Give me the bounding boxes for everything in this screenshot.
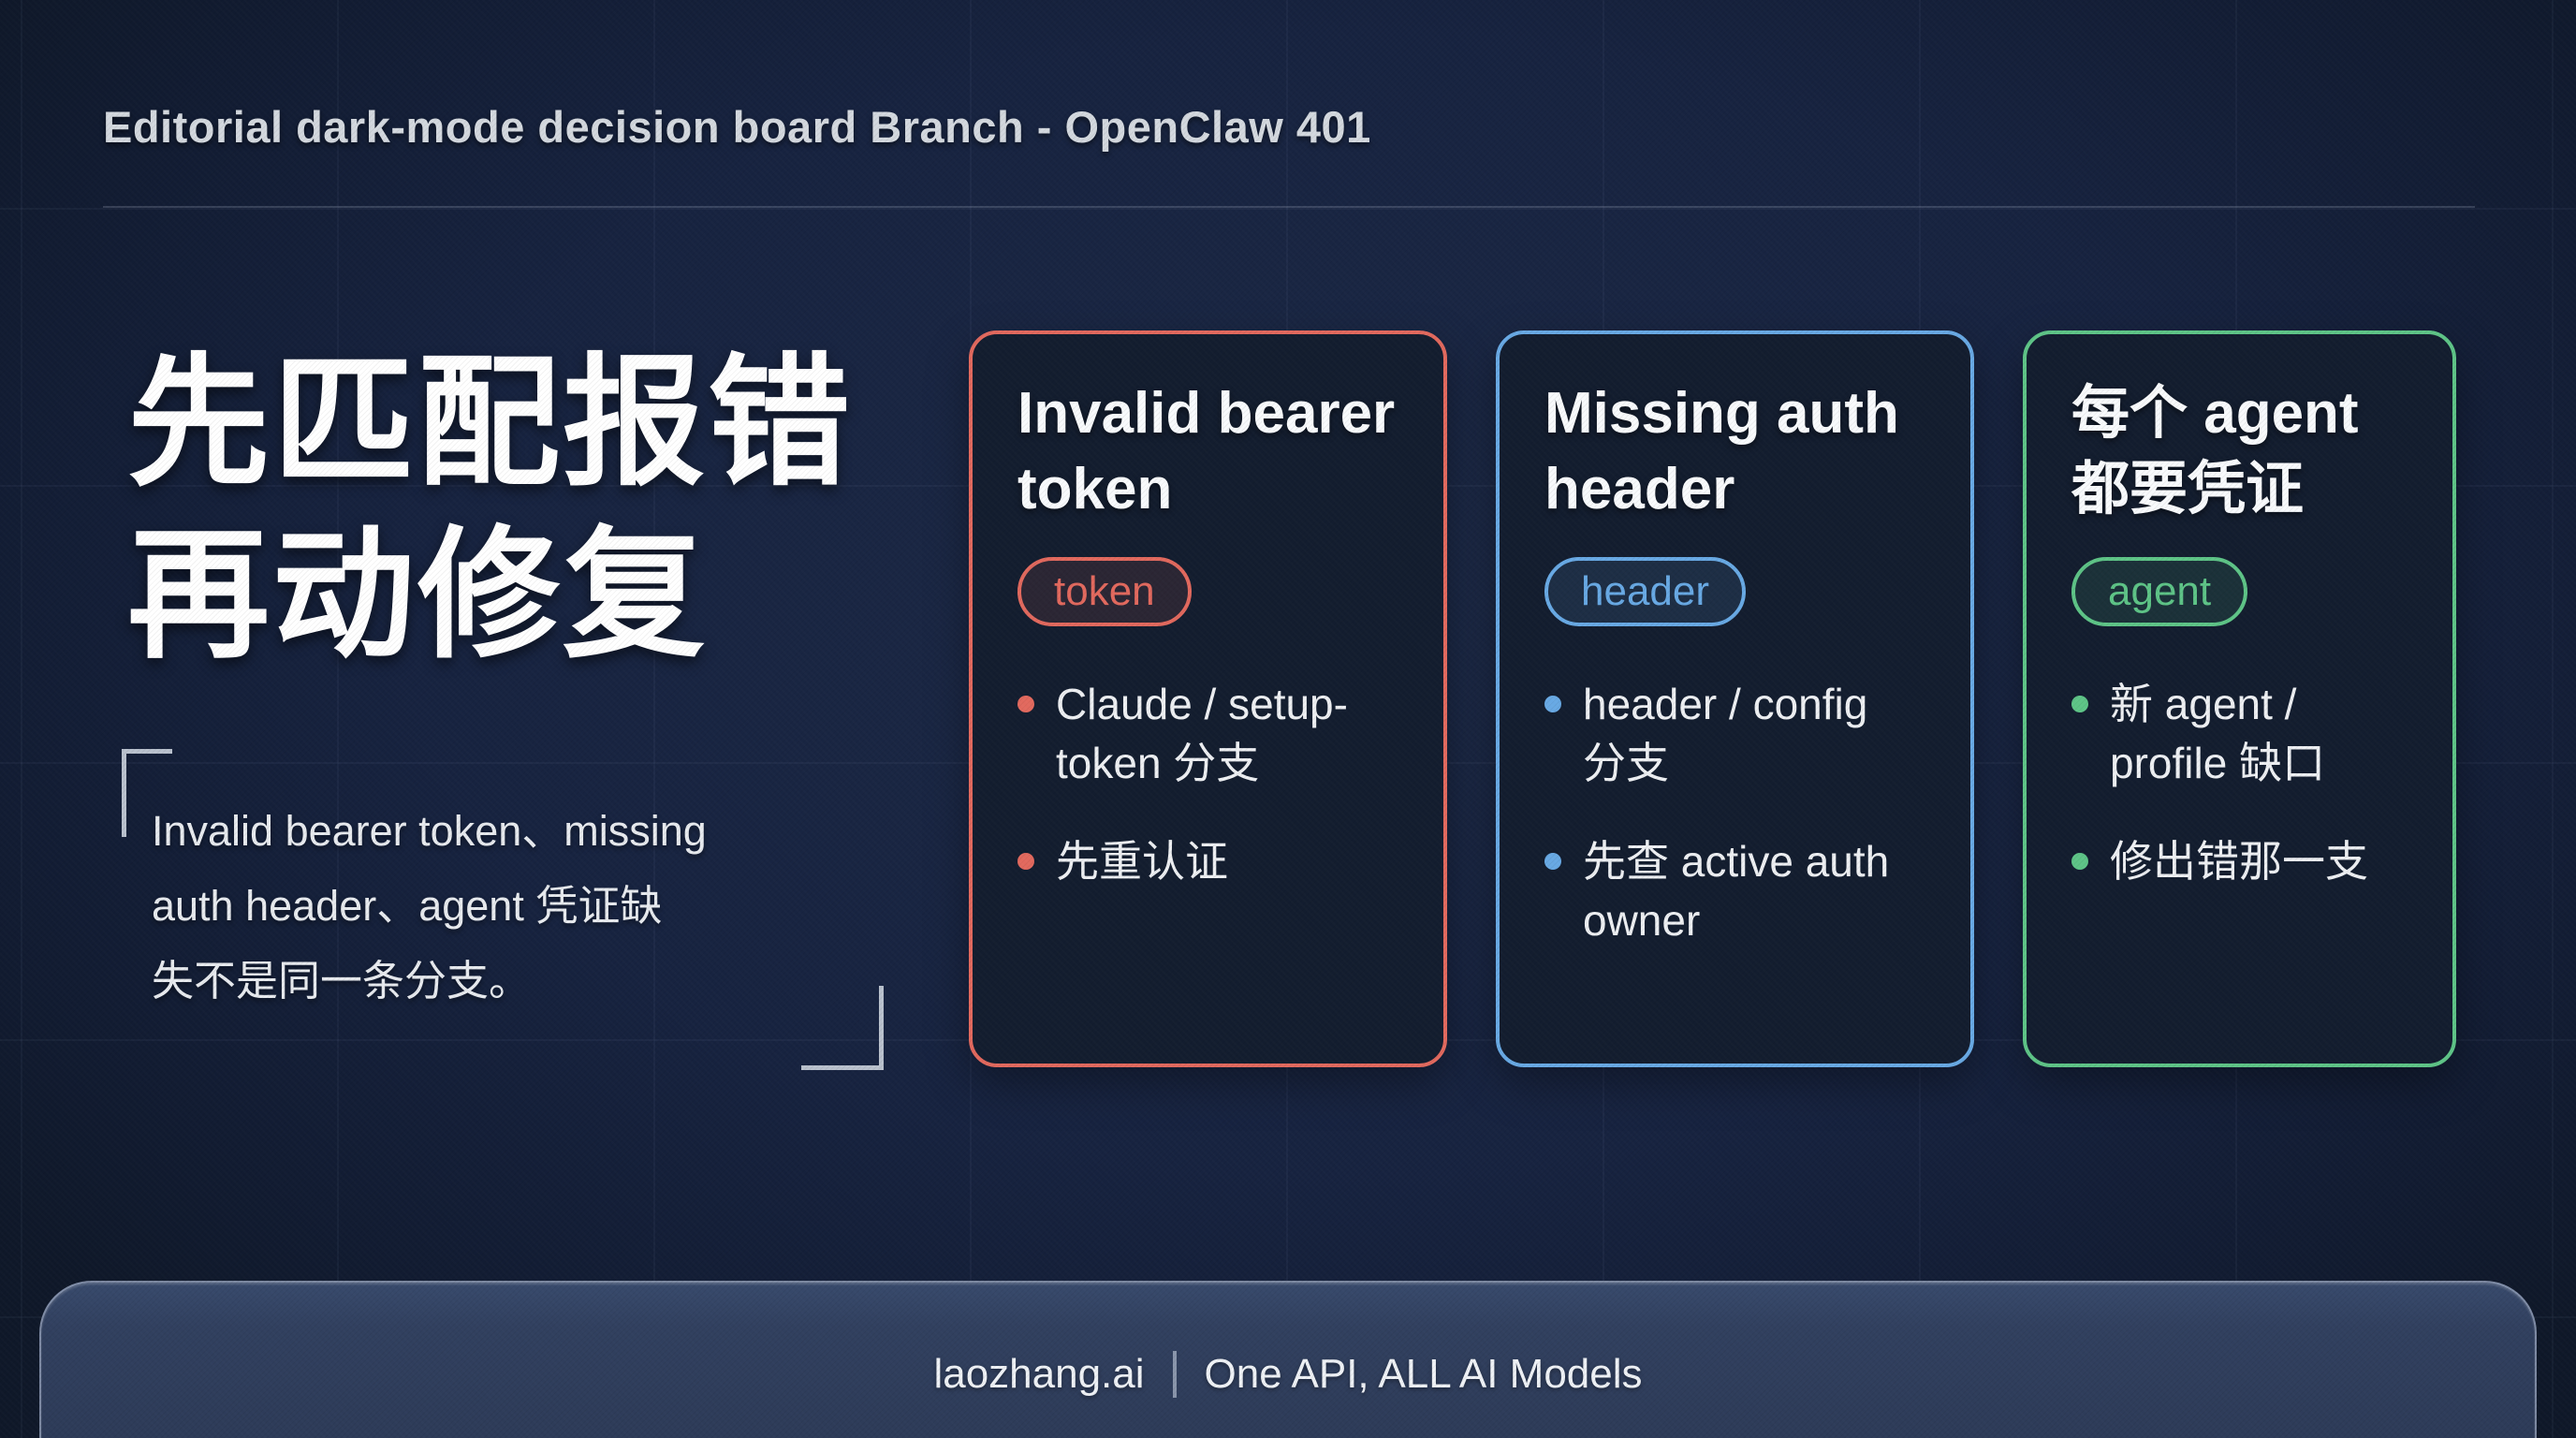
list-item-text: 修出错那一支 (2110, 837, 2368, 886)
tag-pill-header: header (1544, 557, 1747, 626)
page-title: Editorial dark-mode decision board Branc… (103, 102, 1371, 152)
list-item: 修出错那一支 (2071, 832, 2408, 891)
bullet-dot-icon (1544, 696, 1561, 712)
tag-pill-token: token (1017, 557, 1192, 626)
card-agent-credentials: 每个 agent 都要凭证 agent 新 agent / profile 缺口… (2023, 330, 2456, 1067)
title-divider (103, 206, 2475, 208)
list-item-text: header / config 分支 (1583, 680, 1868, 787)
bullet-dot-icon (2071, 853, 2088, 870)
card-title: Invalid bearer token (1017, 381, 1396, 521)
footer-brand: laozhang.ai (933, 1351, 1145, 1397)
list-item: Claude / setup- token 分支 (1017, 675, 1398, 793)
footer-separator (1172, 1351, 1177, 1398)
list-item-text: 先查 active auth owner (1583, 837, 1890, 945)
footer-bar: laozhang.ai One API, ALL AI Models (39, 1281, 2537, 1438)
quote-bracket-top-icon (122, 749, 172, 837)
card-bullet-list: Claude / setup- token 分支 先重认证 (1017, 675, 1398, 891)
card-invalid-bearer-token: Invalid bearer token token Claude / setu… (969, 330, 1447, 1067)
card-title: Missing auth header (1544, 381, 1899, 521)
tag-pill-agent: agent (2071, 557, 2248, 626)
list-item: 先查 active auth owner (1544, 832, 1925, 950)
card-bullet-list: header / config 分支 先查 active auth owner (1544, 675, 1925, 950)
list-item: header / config 分支 (1544, 675, 1925, 793)
cards-row: Invalid bearer token token Claude / setu… (969, 330, 2456, 1067)
list-item: 新 agent / profile 缺口 (2071, 675, 2408, 793)
list-item-text: 新 agent / profile 缺口 (2110, 680, 2326, 787)
list-item: 先重认证 (1017, 832, 1398, 891)
list-item-text: 先重认证 (1056, 837, 1228, 886)
quote-block: Invalid bearer token、missing auth header… (122, 749, 884, 1070)
list-item-text: Claude / setup- token 分支 (1056, 680, 1348, 787)
card-missing-auth-header: Missing auth header header header / conf… (1496, 330, 1974, 1067)
bullet-dot-icon (1544, 853, 1561, 870)
quote-bracket-bottom-icon (801, 986, 884, 1070)
bullet-dot-icon (1017, 696, 1034, 712)
bullet-dot-icon (1017, 853, 1034, 870)
card-title: 每个 agent 都要凭证 (2071, 381, 2359, 521)
hero-headline: 先匹配报错 再动修复 (127, 344, 853, 675)
footer-tagline: One API, ALL AI Models (1204, 1351, 1643, 1397)
quote-text: Invalid bearer token、missing auth header… (152, 807, 707, 1005)
bullet-dot-icon (2071, 696, 2088, 712)
card-bullet-list: 新 agent / profile 缺口 修出错那一支 (2071, 675, 2408, 891)
